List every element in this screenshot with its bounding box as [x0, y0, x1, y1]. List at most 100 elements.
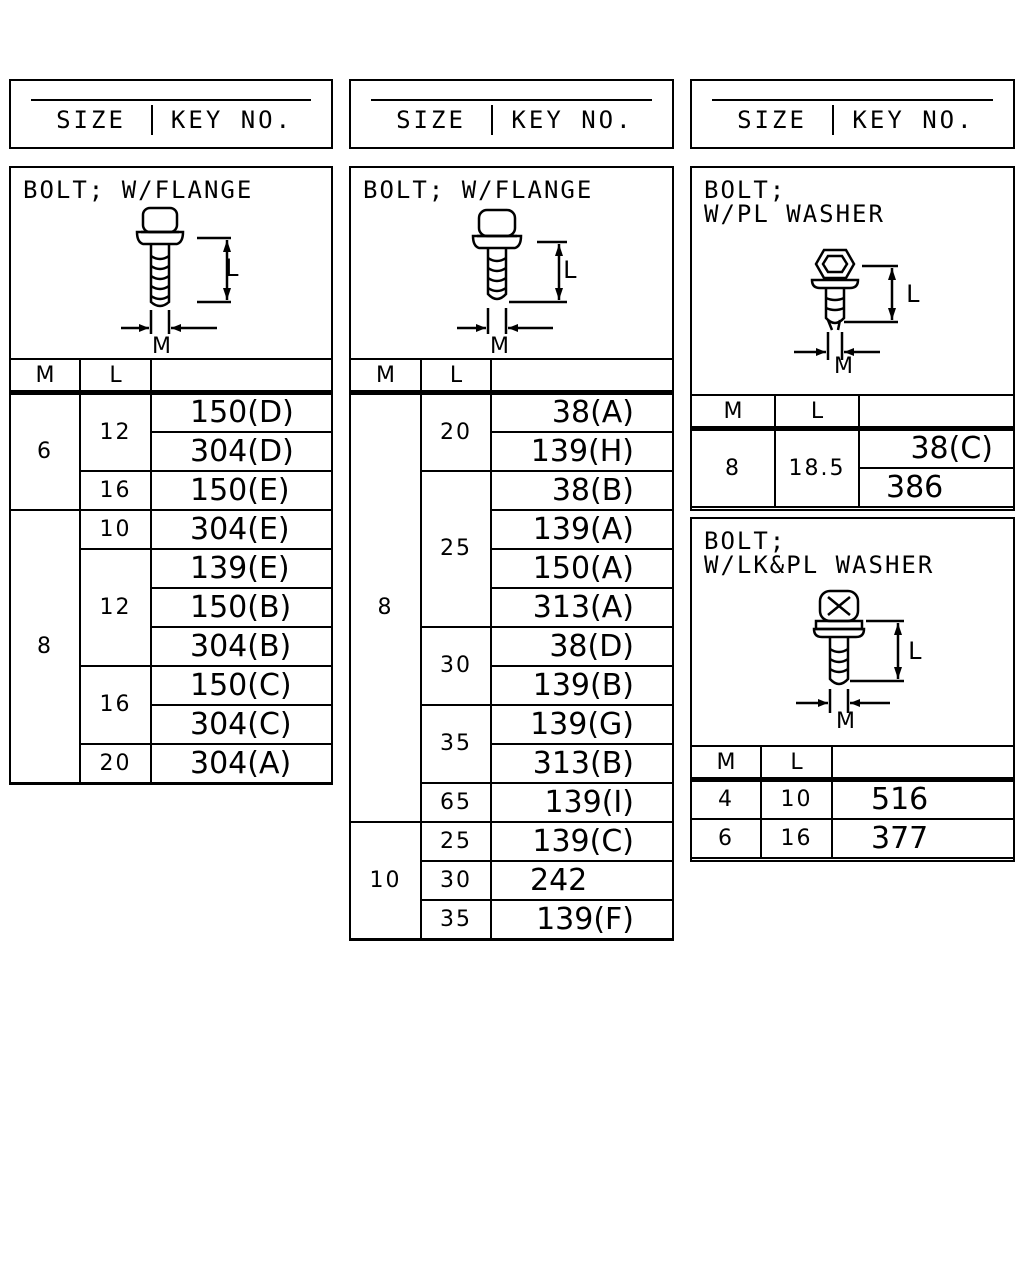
dim-m: M — [834, 354, 853, 379]
key-cell: 313(A) — [490, 586, 674, 628]
col-m-header: M — [349, 358, 422, 395]
key-cell: 150(A) — [490, 547, 674, 589]
panel-title: BOLT; W/FLANGE — [363, 176, 594, 204]
dim-m: M — [490, 334, 509, 359]
l-cell: 18.5 — [774, 427, 860, 508]
key-cell: 304(A) — [150, 742, 333, 784]
key-cell: 386 — [858, 466, 1015, 508]
col-m-header: M — [690, 745, 762, 782]
l-cell: 25 — [420, 469, 492, 628]
bolt-lk-pl-washer-figure — [796, 589, 904, 713]
key-cell: 139(I) — [490, 781, 674, 823]
dim-l: L — [908, 637, 923, 665]
header-box-1: SIZE KEY NO. — [9, 79, 333, 149]
bolt-flange-figure — [121, 206, 231, 334]
key-cell: 150(C) — [150, 664, 333, 706]
dim-l: L — [225, 254, 240, 282]
key-cell: 139(C) — [490, 820, 674, 862]
header-row: SIZE KEY NO. — [371, 99, 652, 137]
key-cell: 150(E) — [150, 469, 333, 511]
key-cell: 304(B) — [150, 625, 333, 667]
key-no-label: KEY NO. — [852, 106, 975, 134]
key-cell: 139(H) — [490, 430, 674, 472]
dim-l: L — [906, 280, 921, 308]
bolt-flange-figure — [457, 208, 567, 334]
header-row: SIZE KEY NO. — [31, 99, 311, 137]
col-l-header: L — [79, 358, 152, 395]
key-cell: 38(D) — [490, 625, 674, 667]
l-cell: 16 — [79, 469, 152, 511]
m-cell: 8 — [349, 391, 422, 823]
l-cell: 20 — [79, 742, 152, 784]
col-l-header: L — [774, 394, 860, 431]
key-cell: 139(G) — [490, 703, 674, 745]
key-no-label: KEY NO. — [511, 106, 634, 134]
panel-title-line2: W/LK&PL WASHER — [704, 551, 935, 579]
l-cell: 35 — [420, 898, 492, 940]
l-cell: 30 — [420, 625, 492, 706]
key-cell: 139(A) — [490, 508, 674, 550]
panel-title: BOLT; W/FLANGE — [23, 176, 254, 204]
col-key-header — [490, 358, 674, 395]
m-cell: 8 — [9, 508, 81, 784]
key-cell: 139(F) — [490, 898, 674, 940]
m-cell: 6 — [690, 817, 762, 859]
l-cell: 16 — [760, 817, 833, 859]
key-cell: 304(D) — [150, 430, 333, 472]
size-label: SIZE — [712, 105, 834, 135]
l-cell: 10 — [79, 508, 152, 550]
key-cell: 150(D) — [150, 391, 333, 433]
panel-title-line2: W/PL WASHER — [704, 200, 885, 228]
l-cell: 12 — [79, 547, 152, 667]
key-cell: 38(C) — [858, 427, 1015, 469]
l-cell: 65 — [420, 781, 492, 823]
header-box-3: SIZE KEY NO. — [690, 79, 1015, 149]
key-cell: 139(E) — [150, 547, 333, 589]
l-cell: 10 — [760, 778, 833, 820]
key-cell: 304(E) — [150, 508, 333, 550]
panel-title-line1: BOLT; — [704, 527, 787, 555]
col-key-header — [150, 358, 333, 395]
l-cell: 16 — [79, 664, 152, 745]
m-cell: 10 — [349, 820, 422, 940]
l-cell: 30 — [420, 859, 492, 901]
l-cell: 20 — [420, 391, 492, 472]
key-cell: 304(C) — [150, 703, 333, 745]
key-cell: 516 — [831, 778, 1015, 820]
m-cell: 6 — [9, 391, 81, 511]
key-cell: 377 — [831, 817, 1015, 859]
key-cell: 242 — [490, 859, 674, 901]
key-no-label: KEY NO. — [170, 106, 294, 134]
col-m-header: M — [9, 358, 81, 395]
size-label: SIZE — [371, 105, 493, 135]
header-box-2: SIZE KEY NO. — [349, 79, 674, 149]
size-label: SIZE — [31, 105, 153, 135]
m-cell: 8 — [690, 427, 776, 508]
key-cell: 38(A) — [490, 391, 674, 433]
m-cell: 4 — [690, 778, 762, 820]
col-key-header — [858, 394, 1015, 431]
col-key-header — [831, 745, 1015, 782]
col-m-header: M — [690, 394, 776, 431]
dim-l: L — [563, 256, 578, 284]
key-cell: 38(B) — [490, 469, 674, 511]
dim-m: M — [152, 334, 171, 359]
panel-title-line1: BOLT; — [704, 176, 787, 204]
bolt-pl-washer-figure — [794, 248, 898, 360]
key-cell: 139(B) — [490, 664, 674, 706]
header-row: SIZE KEY NO. — [712, 99, 993, 137]
l-cell: 35 — [420, 703, 492, 784]
col-l-header: L — [760, 745, 833, 782]
dim-m: M — [836, 709, 855, 734]
col-l-header: L — [420, 358, 492, 395]
l-cell: 25 — [420, 820, 492, 862]
key-cell: 150(B) — [150, 586, 333, 628]
